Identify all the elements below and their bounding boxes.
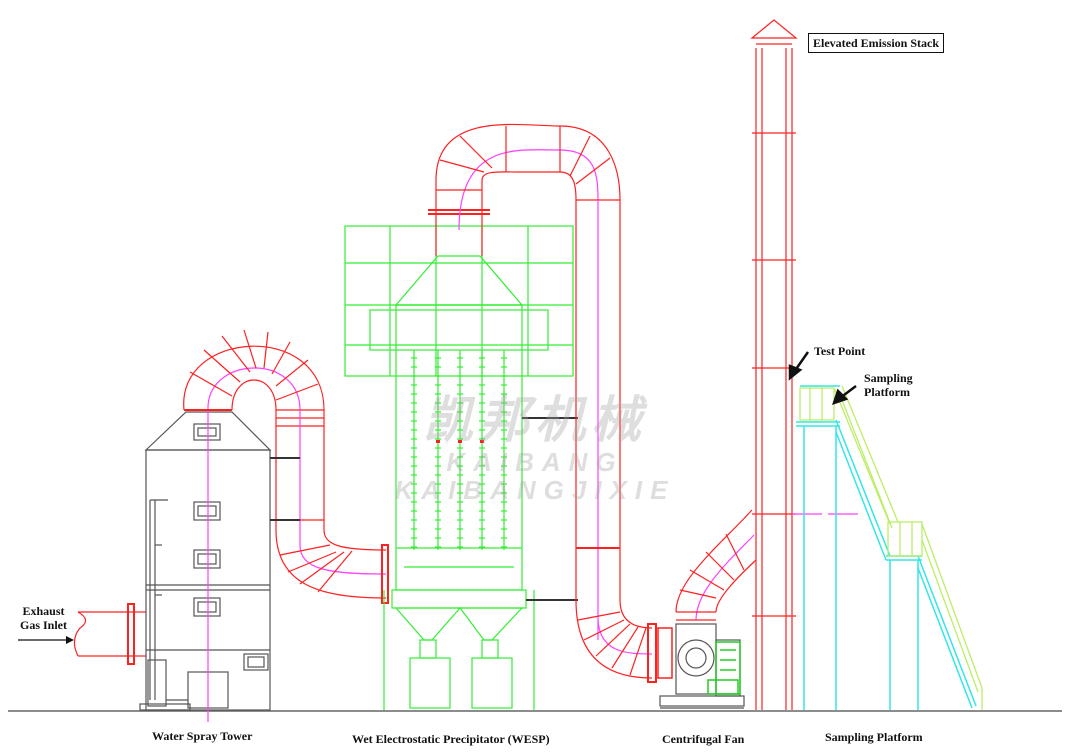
wesp-crossover-duct [428, 123, 621, 256]
exhaust-inlet-label: Exhaust Gas Inlet [20, 604, 68, 632]
centrifugal-fan-label: Centrifugal Fan [662, 732, 745, 746]
sampling-platform-structure [796, 385, 977, 710]
wesp-label: Wet Electrostatic Precipitator (WESP) [352, 732, 550, 746]
water-spray-tower-label: Water Spray Tower [152, 729, 253, 743]
duct-wesp-to-fan [575, 200, 673, 683]
sampling-platform-callout-label: Sampling Platform [864, 371, 913, 399]
wesp-red-markers [436, 440, 484, 443]
sampling-platform-arrow [832, 385, 857, 405]
inlet-flow-arrow [18, 636, 74, 644]
sampling-platform-railing [799, 385, 983, 710]
elevated-emission-stack-label: Elevated Emission Stack [808, 33, 945, 53]
wet-electrostatic-precipitator [344, 225, 574, 710]
fan-outlet-duct [675, 509, 757, 621]
duct-tower-to-wesp [275, 410, 389, 604]
test-point-arrow [788, 351, 810, 381]
sampling-platform-bottom-label: Sampling Platform [825, 730, 923, 744]
exhaust-inlet-duct [73, 603, 146, 665]
fan-motor [707, 641, 741, 695]
wesp-electrode-ticks [411, 357, 507, 548]
water-spray-tower [139, 411, 272, 711]
centrifugal-fan [659, 623, 745, 709]
test-point-label: Test Point [814, 344, 866, 358]
tower-outlet-elbow [183, 329, 325, 427]
emission-stack [750, 19, 798, 710]
